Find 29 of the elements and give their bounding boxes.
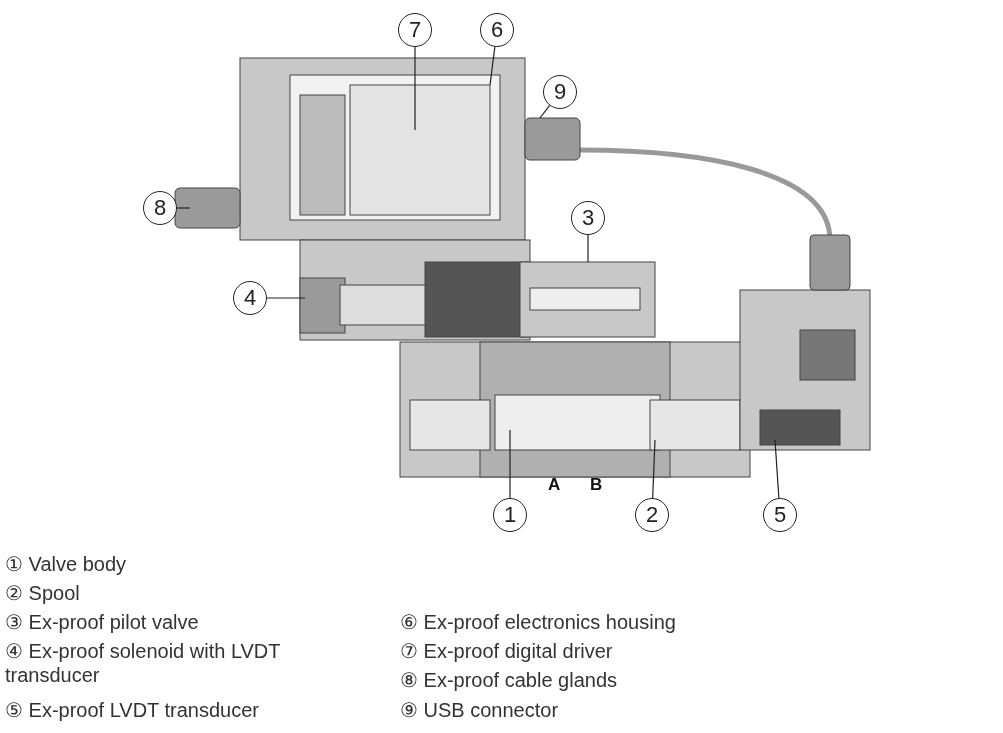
leader-line: [774, 439, 780, 499]
callout-number: 1: [493, 498, 527, 532]
callout-number: 3: [571, 201, 605, 235]
callout-number: 5: [763, 498, 797, 532]
leader-line: [509, 429, 511, 499]
legend-item: ① Valve body: [5, 552, 128, 576]
leader-line: [414, 46, 416, 131]
legend-item: ⑦ Ex-proof digital driver: [400, 639, 614, 663]
leader-line: [587, 234, 589, 263]
leader-line: [652, 439, 656, 499]
port-label: B: [590, 475, 603, 495]
callout-number: 6: [480, 13, 514, 47]
legend-item: ⑧ Ex-proof cable glands: [400, 668, 618, 692]
callout-number: 2: [635, 498, 669, 532]
leader-line: [539, 104, 551, 119]
callout-number: 7: [398, 13, 432, 47]
callout-number: 8: [143, 191, 177, 225]
legend-item: ④ Ex-proof solenoid with LVDT transducer: [5, 639, 282, 687]
legend-item: ⑨ USB connector: [400, 698, 560, 722]
legend-item: ③ Ex-proof pilot valve: [5, 610, 200, 634]
legend-item: ⑤ Ex-proof LVDT transducer: [5, 698, 261, 722]
port-label: A: [548, 475, 561, 495]
callout-number: 4: [233, 281, 267, 315]
legend-item: ⑥ Ex-proof electronics housing: [400, 610, 677, 634]
legend-item: ② Spool: [5, 581, 81, 605]
leader-line: [489, 46, 496, 86]
leader-line: [176, 207, 191, 209]
callout-number: 9: [543, 75, 577, 109]
leader-line: [266, 297, 306, 299]
